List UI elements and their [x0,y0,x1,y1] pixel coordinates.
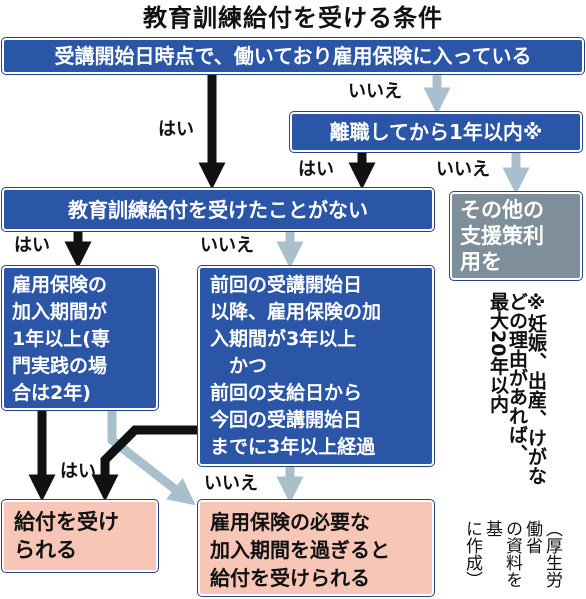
label-q1-no: いいえ [348,81,402,102]
label-q1-yes: はい [158,119,194,140]
diagram-title: 教育訓練給付を受ける条件 [143,4,443,32]
node-cond-repeat: 前回の受講開始日 以降、雇用保険の加 入期間が3年以上 かつ 前回の支給日から … [198,266,434,466]
node-cond-first-time: 雇用保険の 加入期間が 1年以上(専 門実践の場 合は2年) [2,266,158,410]
label-q3-yes: はい [14,235,50,256]
label-q2-no: いいえ [436,159,490,180]
node-other-support: その他の 支援策利 用を [450,192,582,280]
footnote-pregnancy-note: ※妊娠、出産、けがな どの理由があれば、 最大20年以内 [487,292,547,485]
label-q3-no: いいえ [200,235,254,256]
source-credit: （厚生労働省 の資料を基 に作成） [462,520,562,588]
node-result-after-period: 雇用保険の必要な 加入期間を過ぎると 給付を受けられる [198,500,434,596]
node-q2-left-within-year: 離職してから1年以内※ [290,112,582,152]
node-q1-employed-insured: 受講開始日時点で、働いており雇用保険に入っている [2,38,584,74]
label-q2-yes: はい [298,159,334,180]
node-q3-never-received: 教育訓練給付を受けたことがない [2,188,434,231]
arrow-first-no [107,410,196,506]
label-repeat-no: いいえ [204,473,258,494]
arrow-repeat-yes [91,425,198,502]
node-result-eligible: 給付を受け られる [2,500,158,572]
label-first-yes: はい [60,461,96,482]
